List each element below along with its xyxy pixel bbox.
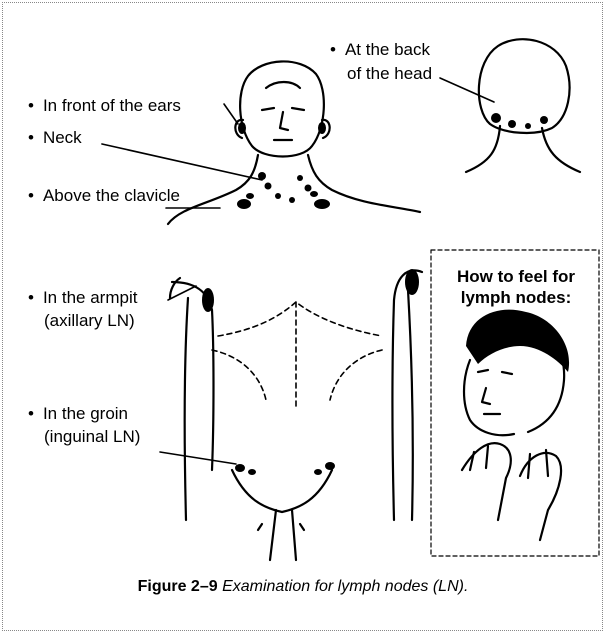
inset-child-hair xyxy=(466,310,569,372)
label-above-clavicle: Above the clavicle xyxy=(28,186,180,206)
caption-text: Examination for lymph nodes (LN). xyxy=(218,578,469,595)
inset-title-line2: lymph nodes: xyxy=(437,287,595,308)
label-neck: Neck xyxy=(28,128,82,148)
label-groin-line2: (inguinal LN) xyxy=(44,427,140,447)
inset-title-line1: How to feel for xyxy=(437,266,595,287)
inset-title: How to feel for lymph nodes: xyxy=(437,266,595,308)
back-head-drawing xyxy=(466,39,580,172)
pointer-ears xyxy=(224,104,238,124)
label-back-of-head-line1: At the back xyxy=(330,40,430,60)
ribcage-dotted-lines xyxy=(212,302,382,408)
pointer-neck xyxy=(102,144,262,180)
pointer-back-head xyxy=(440,78,494,102)
figure-caption: Figure 2–9 Examination for lymph nodes (… xyxy=(0,578,606,596)
label-in-front-of-ears: In front of the ears xyxy=(28,96,181,116)
label-back-of-head-line2: of the head xyxy=(347,64,432,84)
pointer-groin xyxy=(160,452,236,464)
pointer-lines xyxy=(102,78,494,464)
label-groin-line1: In the groin xyxy=(28,404,128,424)
label-armpit-line2: (axillary LN) xyxy=(44,311,135,331)
label-armpit-line1: In the armpit xyxy=(28,288,137,308)
figure-number: Figure 2–9 xyxy=(138,578,218,595)
